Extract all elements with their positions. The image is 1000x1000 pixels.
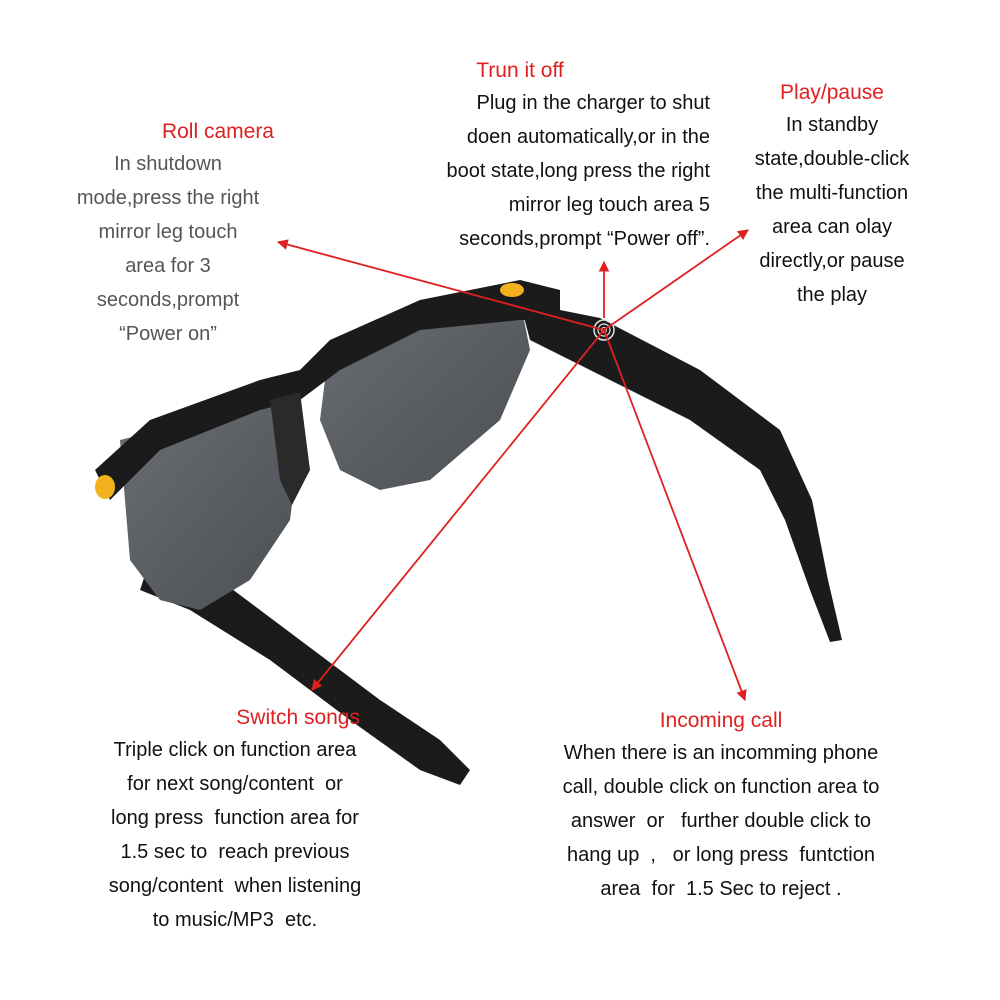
fingerprint-icon	[593, 319, 615, 341]
callout-line: Plug in the charger to shut	[476, 92, 710, 114]
callout-roll-camera: Roll camera In shutdown mode,press the r…	[38, 117, 298, 351]
callout-title: Incoming call	[659, 709, 783, 732]
callout-switch-songs: Switch songs Triple click on function ar…	[40, 703, 430, 937]
callout-line: doen automatically,or in the	[466, 126, 710, 148]
callout-title: Play/pause	[780, 81, 884, 104]
callout-line: When there is an incomming phone	[563, 742, 879, 764]
hinge-light-right	[500, 283, 524, 297]
callout-play-pause: Play/pause In standby state,double-click…	[712, 78, 952, 312]
callout-line: mirror leg touch area 5	[508, 194, 710, 216]
callout-line: area can olay	[771, 216, 893, 238]
arrow-to-switch	[311, 329, 605, 691]
callout-line: Triple click on function area	[113, 739, 357, 761]
callout-line: In standby	[785, 114, 879, 136]
callout-line: long press function area for	[111, 807, 359, 829]
callout-title: Switch songs	[236, 706, 360, 729]
callout-line: seconds,prompt	[96, 289, 240, 311]
callout-line: mode,press the right	[76, 187, 260, 209]
callout-line: “Power on”	[119, 323, 217, 345]
callout-line: boot state,long press the right	[446, 160, 711, 182]
callout-line: answer or further double click to	[570, 810, 872, 832]
callout-line: call, double click on function area to	[562, 776, 880, 798]
callout-line: directly,or pause	[759, 250, 905, 272]
arrow-to-incoming	[603, 329, 747, 702]
callout-line: area for 3	[125, 255, 211, 277]
callout-line: the play	[796, 284, 868, 306]
callout-line: state,double-click	[754, 148, 910, 170]
nose-bridge	[270, 392, 310, 505]
callout-line: In shutdown	[114, 153, 222, 175]
brow-bar	[95, 280, 560, 500]
callout-line: hang up , or long press funtction	[567, 844, 875, 866]
right-temple	[520, 302, 842, 642]
callout-turn-off: Trun it off Plug in the charger to shut …	[330, 56, 711, 256]
hinge-light-left	[95, 475, 115, 499]
callout-line: song/content when listening	[108, 875, 362, 897]
callout-title: Roll camera	[161, 120, 274, 143]
callout-line: to music/MP3 etc.	[152, 909, 318, 931]
arrow-to-roll	[276, 239, 605, 331]
callout-line: mirror leg touch	[98, 221, 238, 243]
left-lens	[120, 400, 300, 610]
callout-title: Trun it off	[476, 59, 564, 82]
callout-arrows	[276, 229, 749, 702]
left-temple	[140, 560, 470, 785]
callout-line: for next song/content or	[127, 773, 343, 795]
callout-incoming-call: Incoming call When there is an incomming…	[486, 706, 956, 906]
callout-line: area for 1.5 Sec to reject .	[600, 878, 842, 900]
callout-line: 1.5 sec to reach previous	[120, 841, 350, 863]
arrow-to-play	[603, 229, 749, 331]
callout-line: the multi-function	[755, 182, 909, 204]
callout-line: seconds,prompt “Power off”.	[459, 228, 710, 250]
